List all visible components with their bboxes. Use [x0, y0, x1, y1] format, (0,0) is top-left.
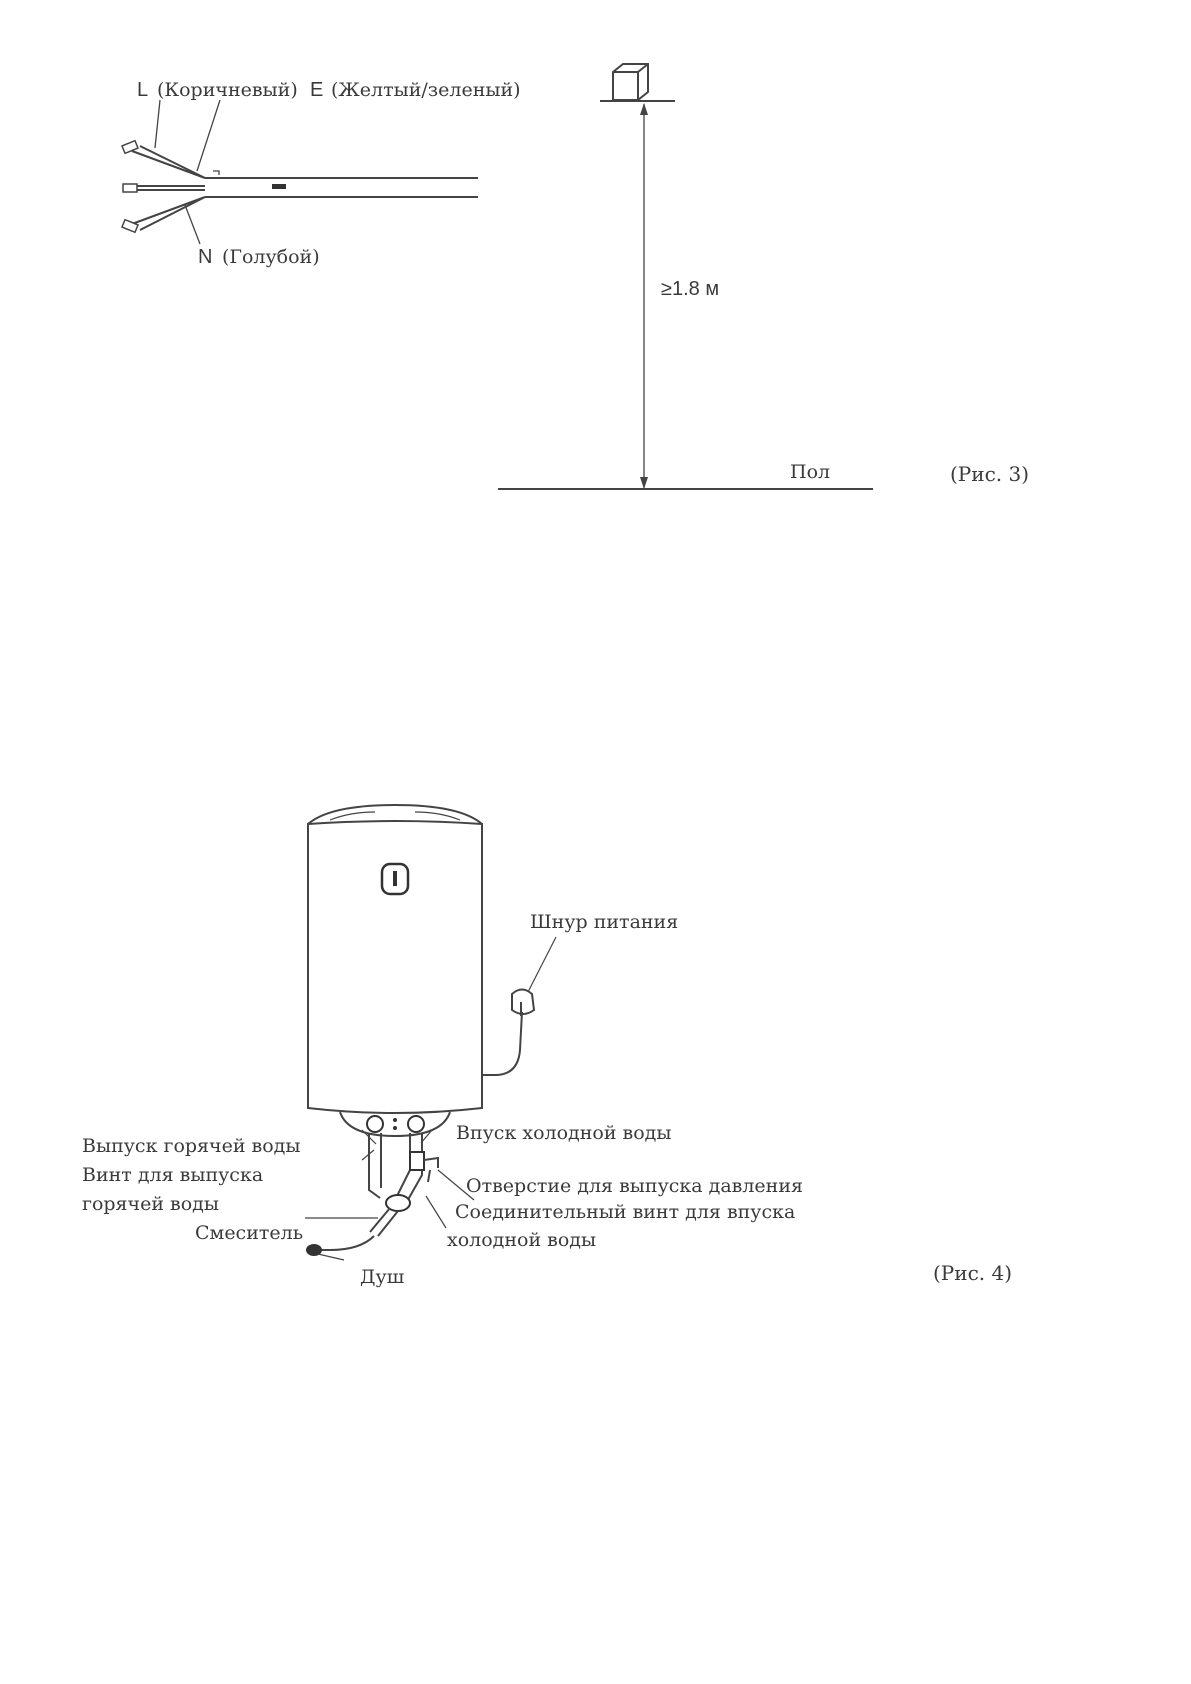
- cold-screw-label-line1: Соединительный винт для впуска: [455, 1201, 795, 1223]
- mixer-spout: [369, 1207, 399, 1237]
- height-diagram: ≥1.8 м Пол (Рис. 3): [498, 63, 1029, 490]
- mixer-label: Смеситель: [195, 1222, 303, 1244]
- plug-icon: [511, 988, 536, 1015]
- wire-end-live: [121, 139, 139, 155]
- height-label: ≥1.8 м: [661, 278, 719, 300]
- live-color-label: (Коричневый): [157, 79, 298, 101]
- neutral-color-label: (Голубой): [222, 246, 320, 268]
- wiring-diagram: L (Коричневый) E (Желтый/зеленый) N (Гол…: [121, 79, 521, 268]
- socket-box-icon: [612, 63, 649, 101]
- hot-pipe: [368, 1133, 382, 1199]
- hot-outlet-label: Выпуск горячей воды: [82, 1135, 301, 1157]
- pressure-outlet: [423, 1156, 439, 1183]
- floor-label: Пол: [790, 461, 830, 483]
- fitting-dot: [393, 1118, 397, 1122]
- heater-body: [307, 820, 483, 1114]
- pressure-hole-label: Отверстие для выпуска давления: [466, 1175, 803, 1197]
- small-bracket: [213, 170, 220, 175]
- safety-valve-icon: [409, 1151, 425, 1171]
- cold-screw-label-line2: холодной воды: [447, 1229, 596, 1251]
- bottom-cap: [339, 1111, 451, 1138]
- water-heater-diagram: Шнур питания Выпуск горячей воды Винт дл…: [82, 803, 1012, 1288]
- shower-head-icon: [306, 1244, 322, 1256]
- lid-detail: [329, 811, 461, 821]
- earth-color-label: (Желтый/зеленый): [331, 79, 521, 101]
- cold-inlet-label: Впуск холодной воды: [456, 1122, 672, 1144]
- fitting-dot: [393, 1126, 397, 1130]
- heater-lid: [307, 803, 483, 825]
- shower-label: Душ: [360, 1266, 405, 1288]
- label-leaders: [305, 1129, 475, 1261]
- fig3-caption: (Рис. 3): [950, 462, 1029, 486]
- power-cord: [482, 1011, 523, 1076]
- power-cord-label: Шнур питания: [530, 911, 678, 933]
- wire-live: [131, 145, 206, 179]
- earth-letter: E: [310, 79, 323, 101]
- hot-outlet-fitting: [366, 1115, 384, 1133]
- hot-screw-label-line1: Винт для выпуска: [82, 1164, 263, 1186]
- indicator-mark: [393, 871, 397, 886]
- wire-end-neutral: [121, 218, 139, 234]
- power-cable: [205, 177, 478, 198]
- wire-neutral: [131, 196, 206, 231]
- live-letter: L: [137, 79, 148, 101]
- cold-inlet-fitting: [407, 1115, 425, 1133]
- wire-leaders: [154, 99, 221, 245]
- wire-end-earth: [122, 183, 138, 193]
- neutral-letter: N: [198, 246, 212, 268]
- hot-screw-label-line2: горячей воды: [82, 1193, 219, 1215]
- fig4-caption: (Рис. 4): [933, 1261, 1012, 1285]
- cord-leader: [527, 936, 557, 993]
- cable-marker: [272, 184, 286, 189]
- shower-hose: [318, 1235, 375, 1251]
